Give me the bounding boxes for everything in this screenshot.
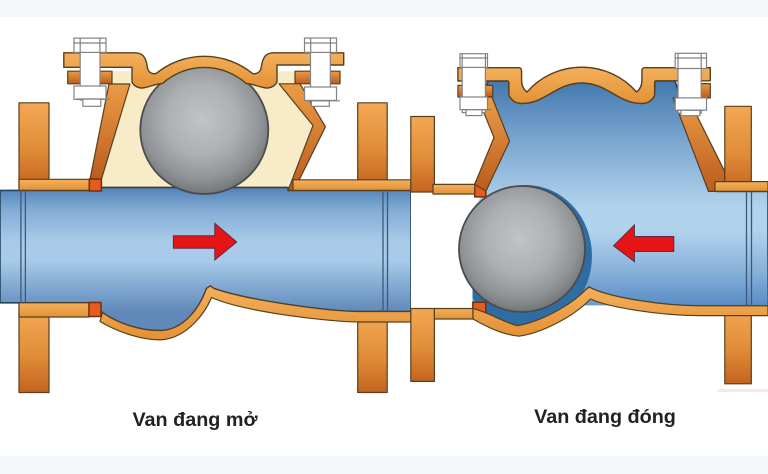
svg-text:Van đang đóng: Van đang đóng [534,406,676,428]
svg-text:Van đang mở: Van đang mở [132,409,258,431]
